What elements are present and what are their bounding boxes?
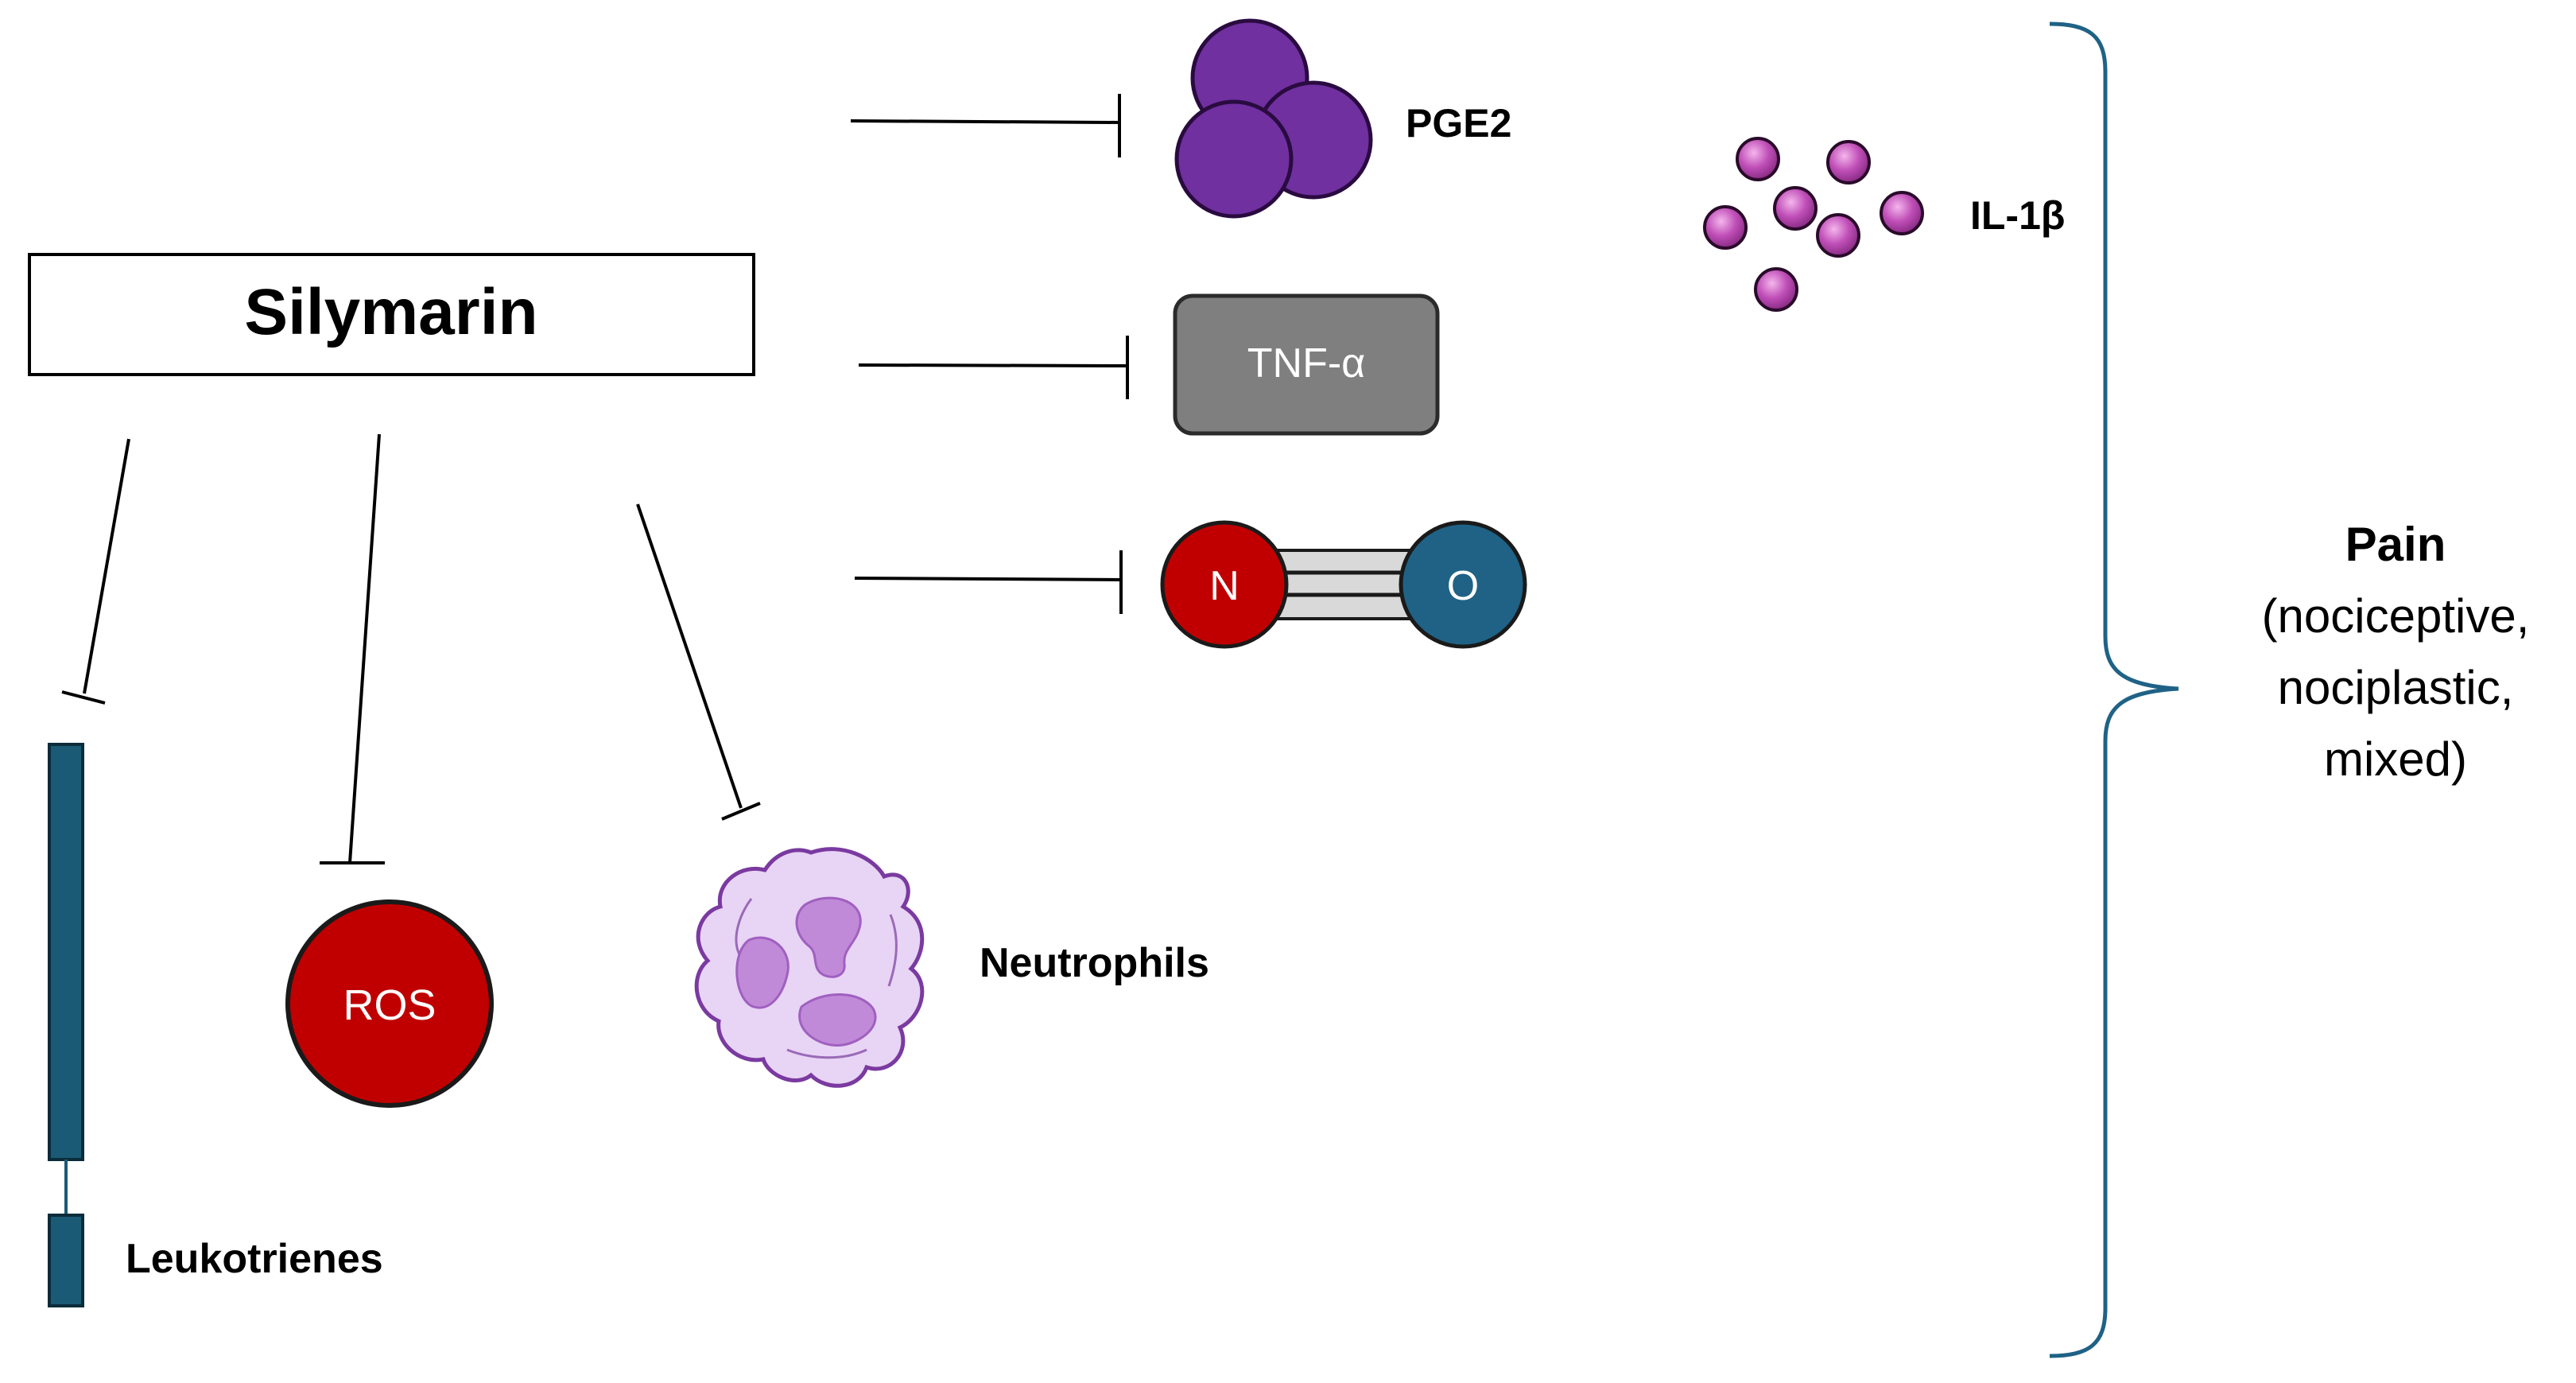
pain-title: Pain: [2345, 518, 2446, 571]
ros-circle: ROS: [285, 899, 494, 1108]
silymarin-label: Silymarin: [244, 276, 537, 348]
oxygen-label: O: [1447, 563, 1479, 609]
tnf-alpha-box: TNF-α: [1173, 293, 1440, 436]
il1b-icon: [1703, 137, 1924, 312]
tnf-alpha-label: TNF-α: [1247, 340, 1365, 387]
leukotrienes-label: Leukotrienes: [126, 1236, 383, 1282]
inhibition-arrow-pge2: [850, 94, 1121, 157]
pge2-icon: [1174, 18, 1373, 219]
inhibition-arrow-tnf: [858, 336, 1129, 399]
silymarin-box: Silymarin: [28, 253, 755, 376]
pain-line-2: nociplastic,: [2278, 661, 2514, 714]
neutrophil-icon: [694, 847, 925, 1088]
il1b-label: IL-1β: [1970, 193, 2065, 238]
leukotrienes-icon: [48, 743, 84, 1307]
nitric-oxide-molecule: N O: [1160, 520, 1527, 649]
inhibition-arrow-ros: [320, 433, 385, 864]
oxygen-atom: [1399, 520, 1527, 649]
nitrogen-atom: [1160, 520, 1289, 649]
right-brace: [2049, 21, 2179, 1358]
ros-label: ROS: [343, 981, 436, 1029]
inhibition-arrow-leukotrienes: [61, 438, 130, 705]
inhibition-arrow-no: [854, 550, 1123, 614]
inhibition-arrow-neutrophils: [636, 503, 761, 821]
pain-line-3: mixed): [2324, 732, 2467, 786]
nitrogen-label: N: [1209, 563, 1240, 609]
pain-line-1: (nociceptive,: [2262, 589, 2530, 643]
neutrophils-label: Neutrophils: [980, 940, 1209, 986]
pain-outcome: Pain (nociceptive, nociplastic, mixed): [2262, 518, 2530, 786]
pge2-label: PGE2: [1406, 101, 1511, 146]
